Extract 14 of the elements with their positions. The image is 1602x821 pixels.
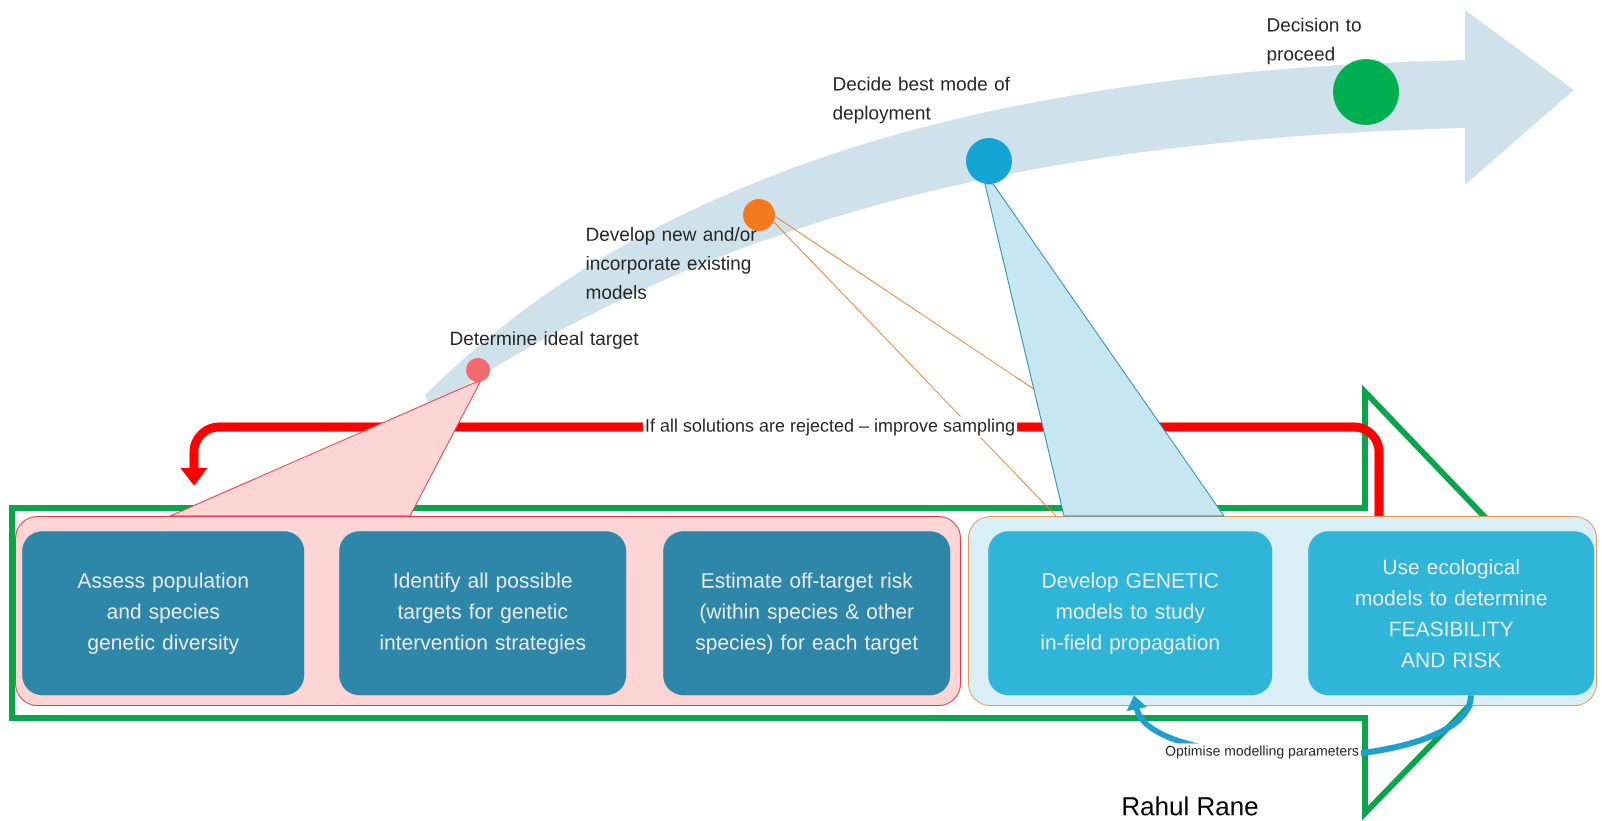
- milestone-label: Determine ideal target: [451, 331, 639, 349]
- process-box: Assess population and species genetic diversity: [22, 531, 305, 696]
- author-name: Rahul Rane: [1123, 796, 1258, 816]
- process-box: Estimate off-target risk (within species & other species) for each target: [663, 531, 951, 696]
- edge-label: If all solutions are rejected – improve sampling: [642, 416, 1018, 438]
- process-box: Develop GENETIC models to study in-field propagation: [988, 531, 1273, 696]
- milestone-label: Decide best mode of deployment: [833, 76, 1010, 124]
- edge-label: Optimise modelling parameters: [1163, 743, 1361, 761]
- milestone-label: Decision to proceed: [1267, 17, 1361, 65]
- callout-wedge: [984, 183, 1225, 517]
- milestone-label: Develop new and/or incorporate existing models: [586, 227, 757, 299]
- process-box: Use ecological models to determine FEASIBILITY AND RISK: [1308, 531, 1595, 696]
- callout-wedge: [169, 381, 481, 517]
- process-box: Identify all possible targets for genetic intervention strategies: [339, 531, 627, 696]
